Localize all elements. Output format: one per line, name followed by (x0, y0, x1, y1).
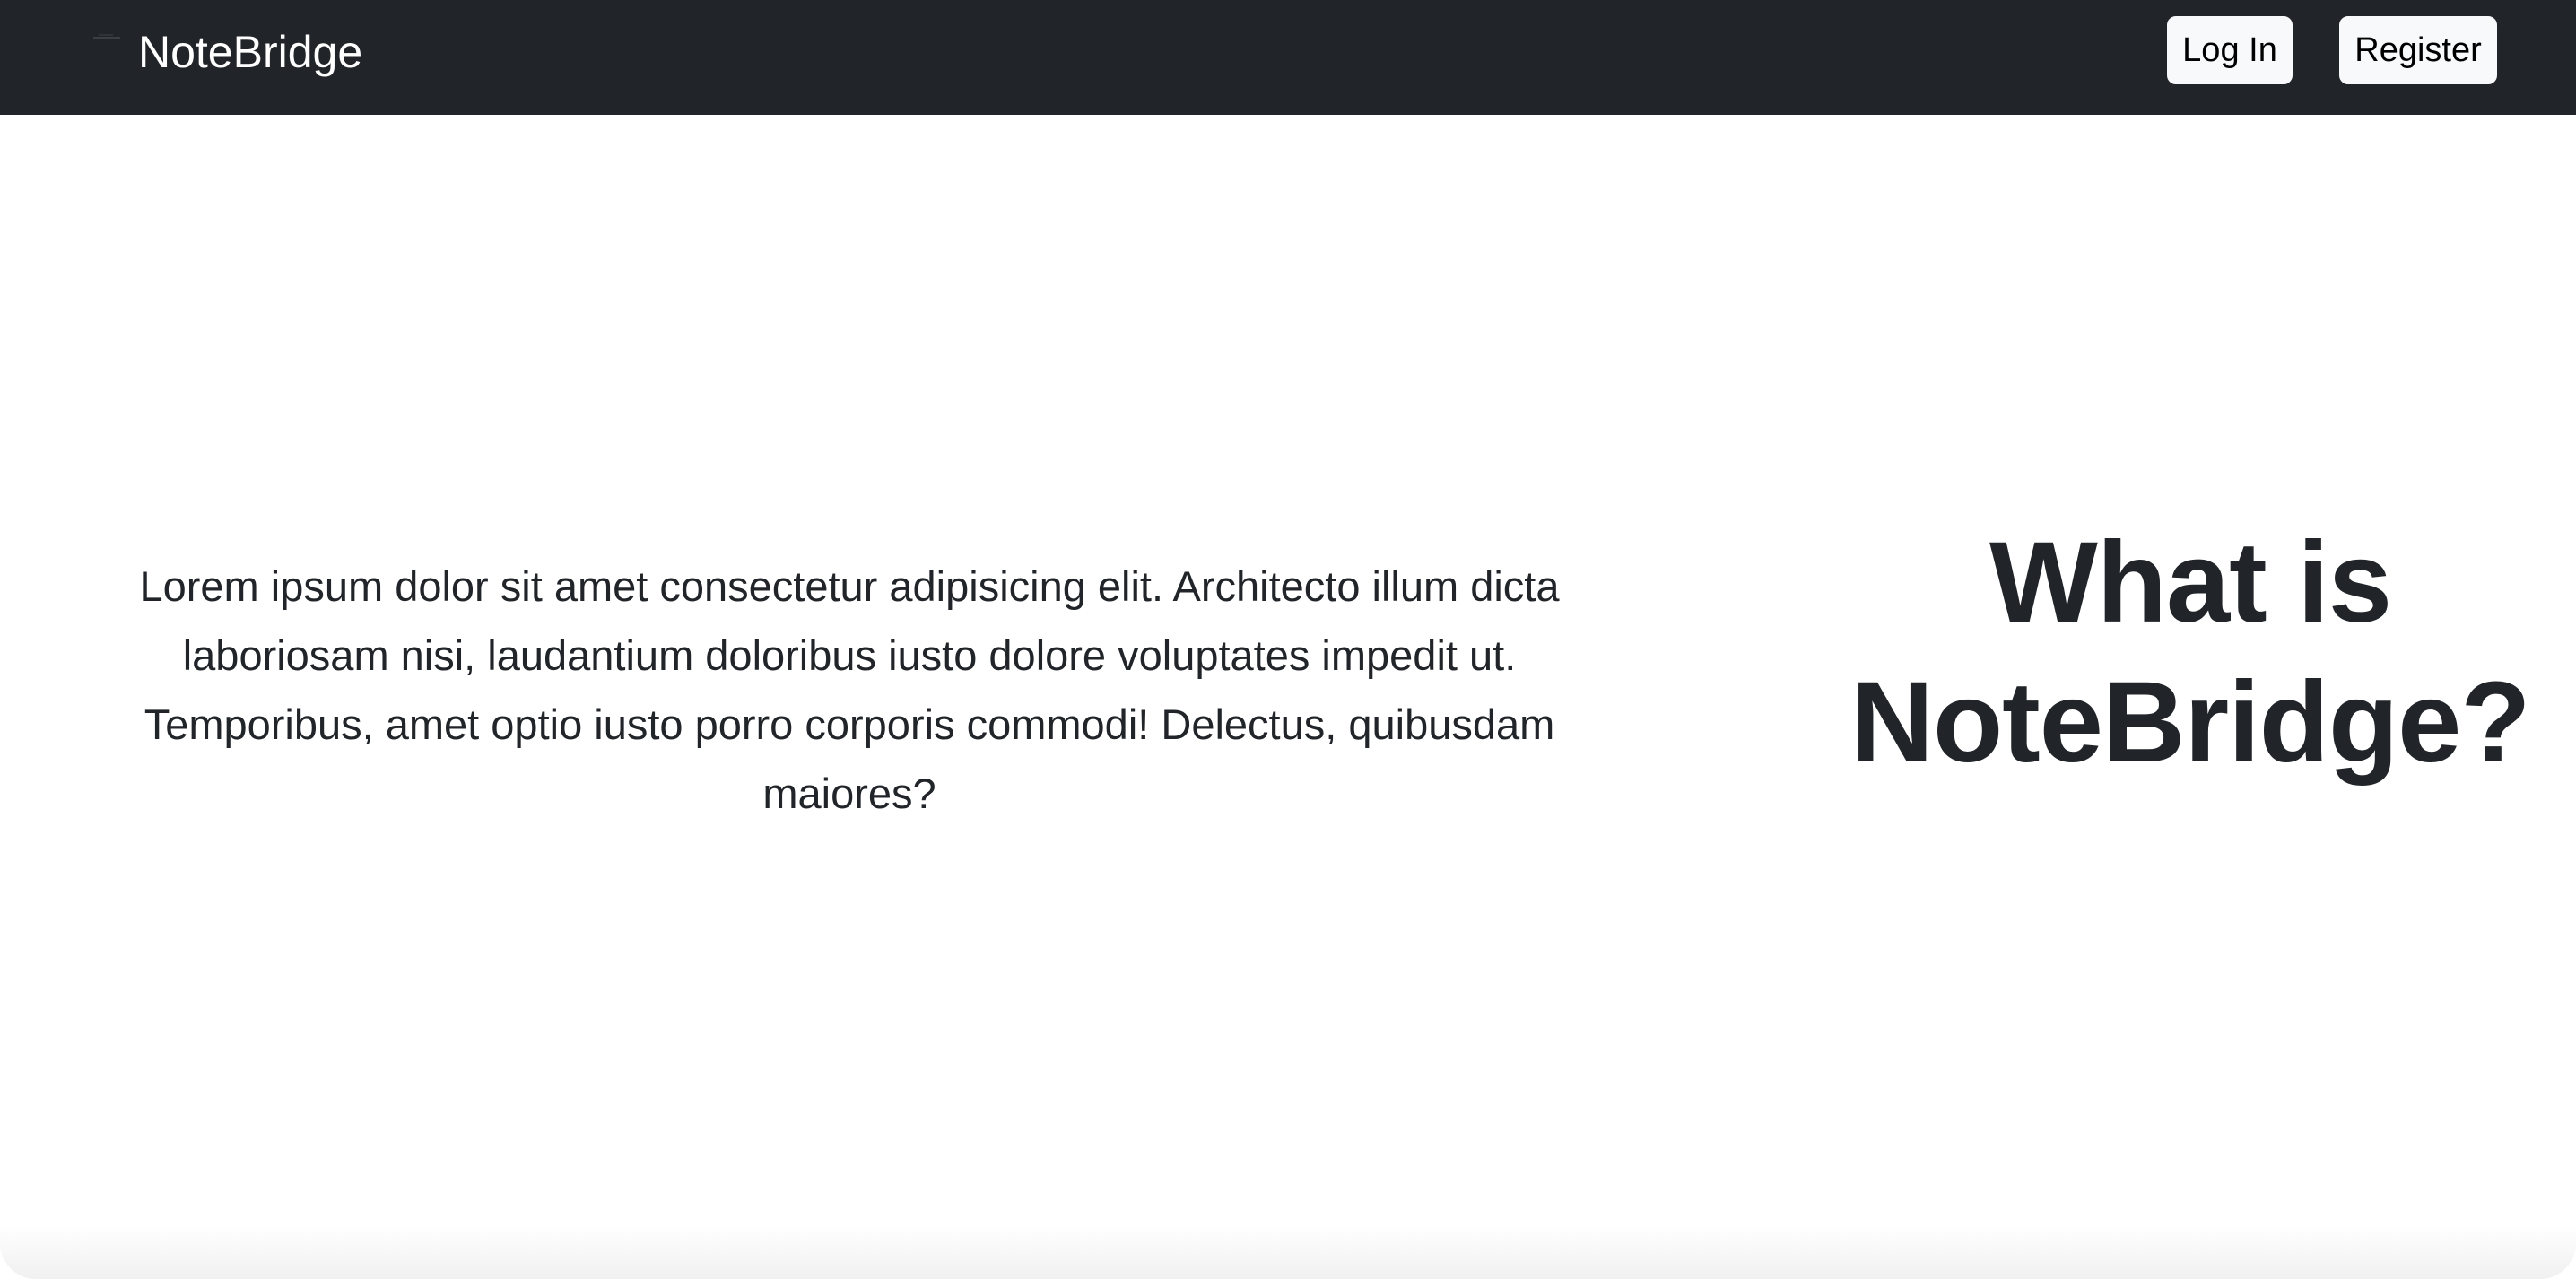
login-button[interactable]: Log In (2167, 16, 2293, 84)
hero-description: Lorem ipsum dolor sit amet consectetur a… (139, 562, 1560, 817)
brand-name: NoteBridge (138, 27, 363, 77)
bottom-shadow (0, 1225, 2576, 1279)
hero-title: What is NoteBridge? (1850, 518, 2531, 787)
brand-link[interactable]: NoteBridge (90, 23, 362, 81)
notebridge-logo-icon (93, 34, 120, 39)
register-button[interactable]: Register (2339, 16, 2497, 84)
top-navbar: NoteBridge Log In Register (0, 0, 2576, 115)
